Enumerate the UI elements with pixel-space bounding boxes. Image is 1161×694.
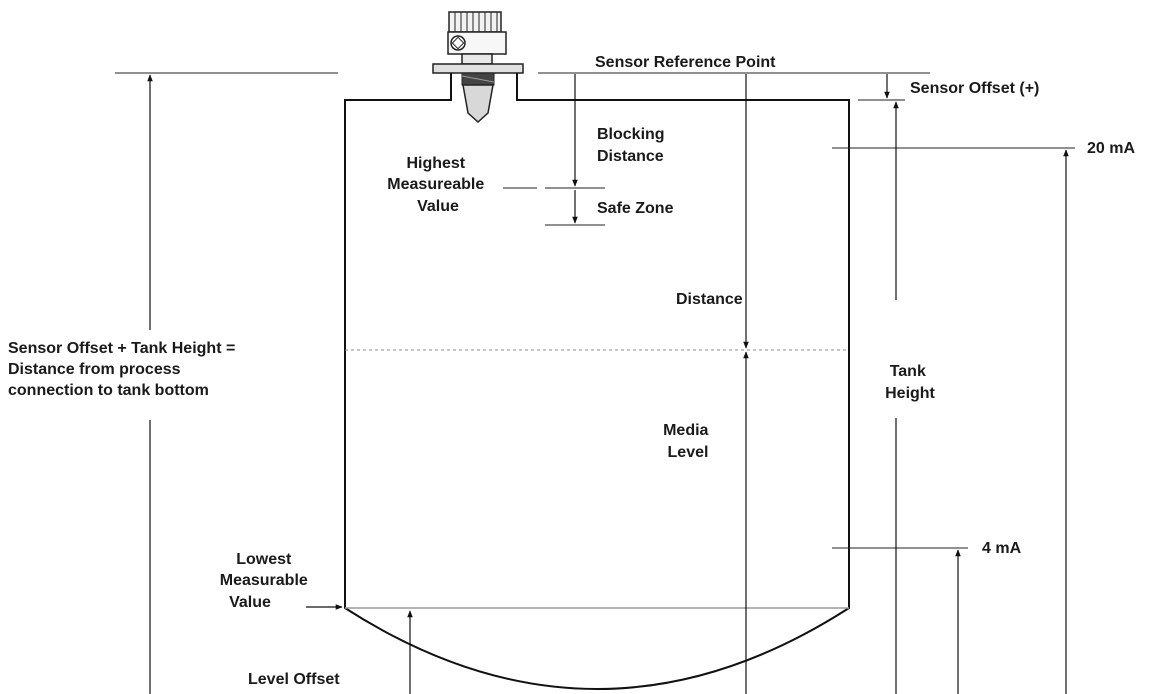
ma4-label: 4 mA — [982, 540, 1022, 557]
sensor-device — [432, 11, 524, 124]
level-offset-label: Level Offset — [248, 671, 340, 688]
sensor-offset-label: Sensor Offset (+) — [910, 80, 1039, 97]
media-level-label: Media Level — [663, 422, 713, 461]
ma20-label: 20 mA — [1087, 140, 1135, 157]
sensor-reference-point-label: Sensor Reference Point — [595, 54, 776, 71]
blocking-distance-label: Blocking Distance — [597, 126, 669, 165]
tank-height-label: Tank Height — [885, 363, 935, 402]
lowest-measurable-value-label: Lowest Measurable Value — [220, 551, 313, 611]
distance-label: Distance — [676, 291, 743, 308]
highest-measureable-value-label: Highest Measureable Value — [387, 155, 488, 215]
sensor-offset-tank-height-label: Sensor Offset + Tank Height = Distance f… — [8, 340, 240, 399]
safe-zone-label: Safe Zone — [597, 200, 674, 217]
tank-outline — [344, 73, 850, 690]
